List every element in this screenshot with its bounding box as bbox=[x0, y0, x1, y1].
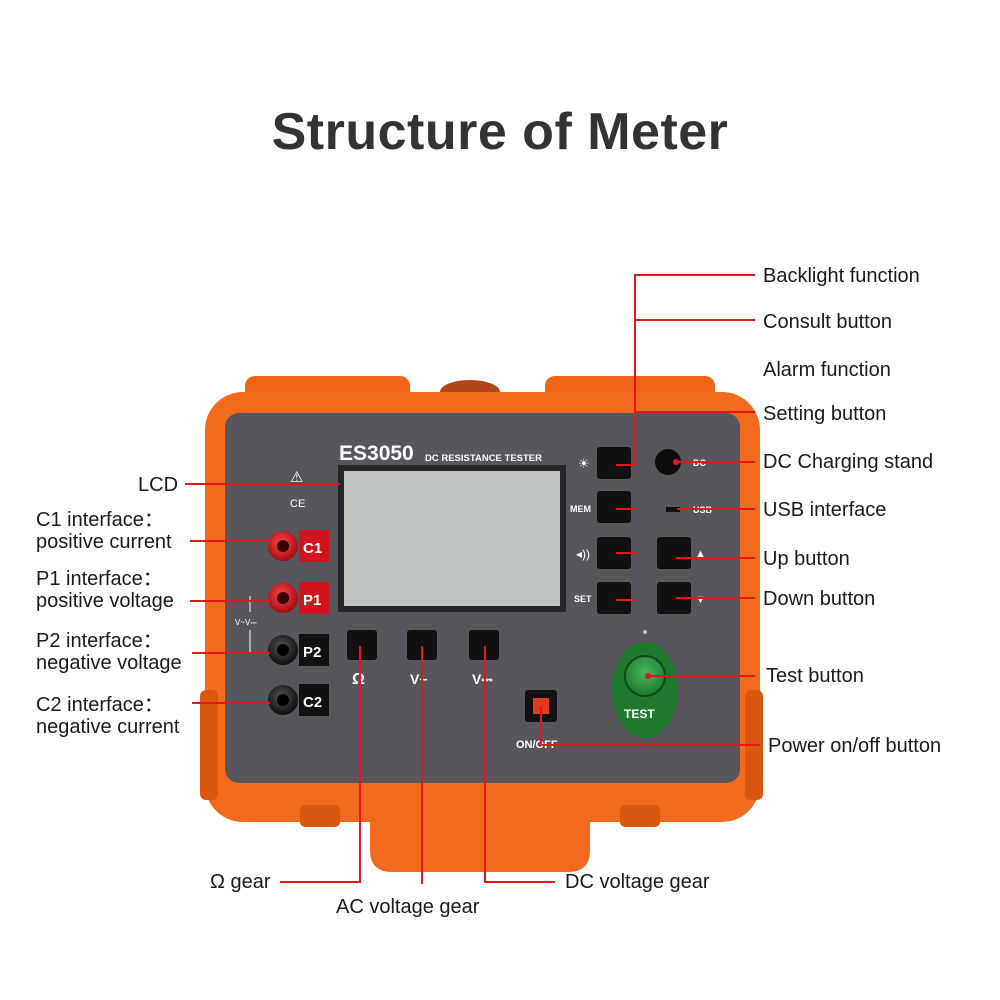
callout-lcd: LCD bbox=[138, 474, 179, 496]
callout-down: Down button bbox=[763, 588, 876, 610]
callout-setting: Setting button bbox=[763, 403, 887, 425]
callout-c1: C1 interface：positive current bbox=[36, 509, 172, 553]
dc-charging-jack[interactable] bbox=[655, 449, 681, 475]
dc-gear-label: V⎓ bbox=[472, 671, 493, 687]
terminal-c1[interactable]: C1 bbox=[268, 530, 329, 562]
callout-lines bbox=[185, 274, 760, 884]
callout-dc-charging: DC Charging stand bbox=[763, 451, 934, 473]
alarm-button[interactable] bbox=[597, 537, 631, 569]
callout-alarm: Alarm function bbox=[763, 359, 891, 381]
ohm-gear-label: Ω bbox=[352, 671, 365, 688]
callout-dc-gear: DC voltage gear bbox=[565, 871, 710, 893]
consult-button[interactable] bbox=[597, 491, 631, 523]
vv-label: V~V⎓ bbox=[235, 618, 257, 627]
warning-icon: ⚠ bbox=[290, 469, 303, 486]
set-label: SET bbox=[574, 594, 592, 604]
terminal-c2-label: C2 bbox=[303, 694, 322, 711]
callout-usb: USB interface bbox=[763, 499, 887, 521]
up-arrow-icon: ▲ bbox=[695, 548, 706, 560]
test-indicator-dot bbox=[643, 630, 647, 634]
model-name: ES3050 bbox=[339, 442, 414, 465]
terminal-p1[interactable]: P1 bbox=[268, 582, 329, 614]
test-button[interactable] bbox=[612, 642, 678, 738]
callout-power: Power on/off button bbox=[768, 735, 942, 757]
ohm-gear-button[interactable] bbox=[347, 630, 377, 660]
callout-test: Test button bbox=[766, 665, 864, 687]
ac-gear-label: V~ bbox=[410, 671, 428, 687]
terminal-c2[interactable]: C2 bbox=[268, 684, 329, 716]
lcd-screen bbox=[338, 465, 566, 612]
usb-port[interactable] bbox=[666, 507, 680, 512]
terminal-p1-label: P1 bbox=[303, 592, 321, 609]
sun-icon: ☀ bbox=[578, 456, 590, 471]
callout-endpoints bbox=[645, 459, 679, 679]
speaker-icon: ◂)) bbox=[576, 547, 590, 561]
down-button[interactable] bbox=[657, 582, 691, 614]
setting-button[interactable] bbox=[597, 582, 631, 614]
test-label: TEST bbox=[624, 707, 655, 721]
callout-consult: Consult button bbox=[763, 311, 892, 333]
ce-mark: CE bbox=[290, 498, 305, 510]
up-button[interactable] bbox=[657, 537, 691, 569]
page-title: Structure of Meter bbox=[271, 103, 729, 161]
callout-up: Up button bbox=[763, 548, 850, 570]
dc-gear-button[interactable] bbox=[469, 630, 499, 660]
callout-p2: P2 interface：negative voltage bbox=[36, 630, 182, 674]
callout-ac-gear: AC voltage gear bbox=[336, 896, 480, 918]
callout-c2: C2 interface：negative current bbox=[36, 694, 180, 738]
terminal-c1-label: C1 bbox=[303, 540, 322, 557]
callout-backlight: Backlight function bbox=[763, 265, 920, 287]
ac-gear-button[interactable] bbox=[407, 630, 437, 660]
backlight-button[interactable] bbox=[597, 447, 631, 479]
callout-p1: P1 interface：positive voltage bbox=[36, 568, 174, 612]
down-arrow-icon: ▼ bbox=[695, 594, 706, 606]
terminal-p2-label: P2 bbox=[303, 644, 321, 661]
mem-label: MEM bbox=[570, 504, 591, 514]
onoff-label: ON/OFF bbox=[516, 739, 558, 751]
terminal-p2[interactable]: P2 bbox=[268, 634, 329, 666]
callout-ohm-gear: Ω gear bbox=[210, 871, 271, 893]
model-subtitle: DC RESISTANCE TESTER bbox=[425, 453, 542, 464]
